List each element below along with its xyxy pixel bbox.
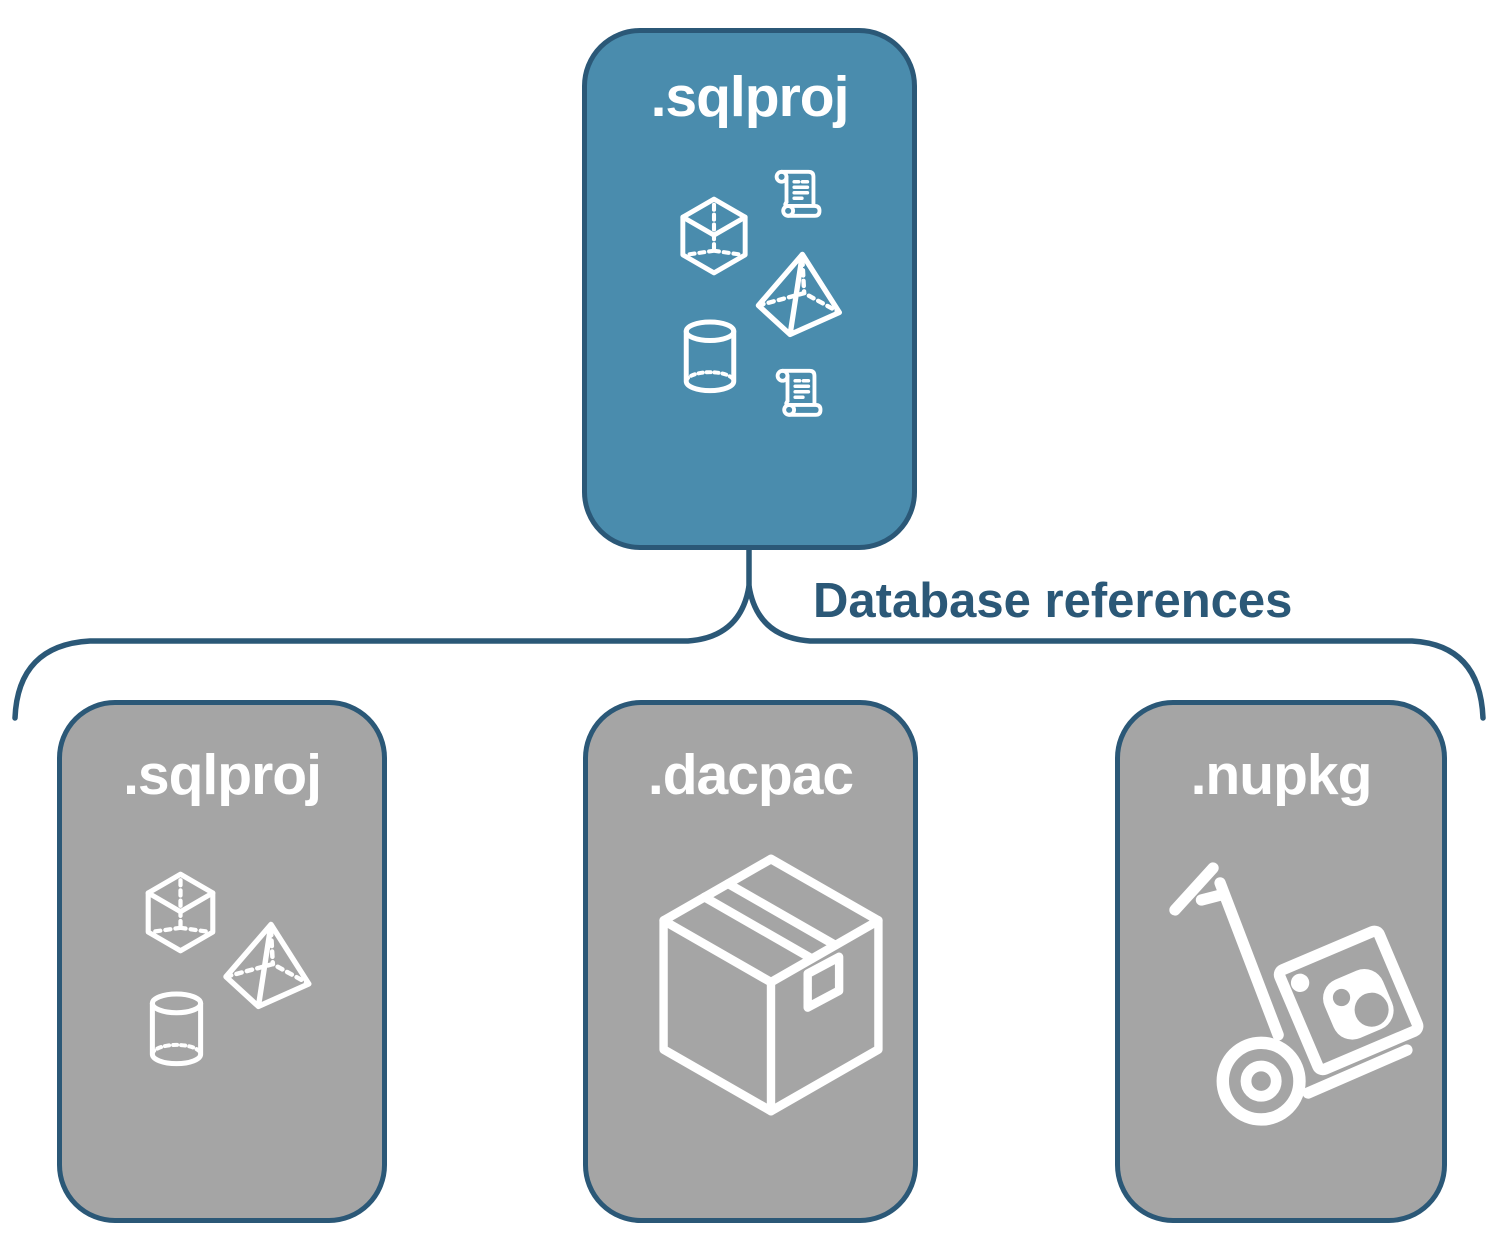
node-root-sqlproj: .sqlproj	[582, 28, 917, 550]
hand-truck-icon	[1169, 862, 1424, 1126]
node-child-sqlproj: .sqlproj	[57, 700, 387, 1223]
cube-icon	[680, 196, 748, 276]
package-box-icon	[659, 854, 883, 1116]
node-child-nupkg-label: .nupkg	[1190, 743, 1373, 807]
scroll-icon	[774, 169, 822, 218]
cylinder-icon	[683, 319, 737, 394]
node-child-dacpac: .dacpac	[583, 700, 918, 1223]
pyramid-icon	[223, 921, 312, 1010]
node-root-label: .sqlproj	[650, 65, 850, 129]
connector-label: Database references	[813, 574, 1293, 628]
cube-icon	[145, 871, 216, 954]
nuget-package	[1273, 925, 1424, 1076]
node-child-dacpac-label: .dacpac	[647, 743, 854, 807]
node-child-sqlproj-label: .sqlproj	[123, 743, 322, 807]
pyramid-icon	[755, 251, 842, 338]
scroll-icon	[775, 368, 823, 417]
node-child-nupkg: .nupkg	[1115, 700, 1447, 1223]
cylinder-icon	[149, 991, 204, 1067]
